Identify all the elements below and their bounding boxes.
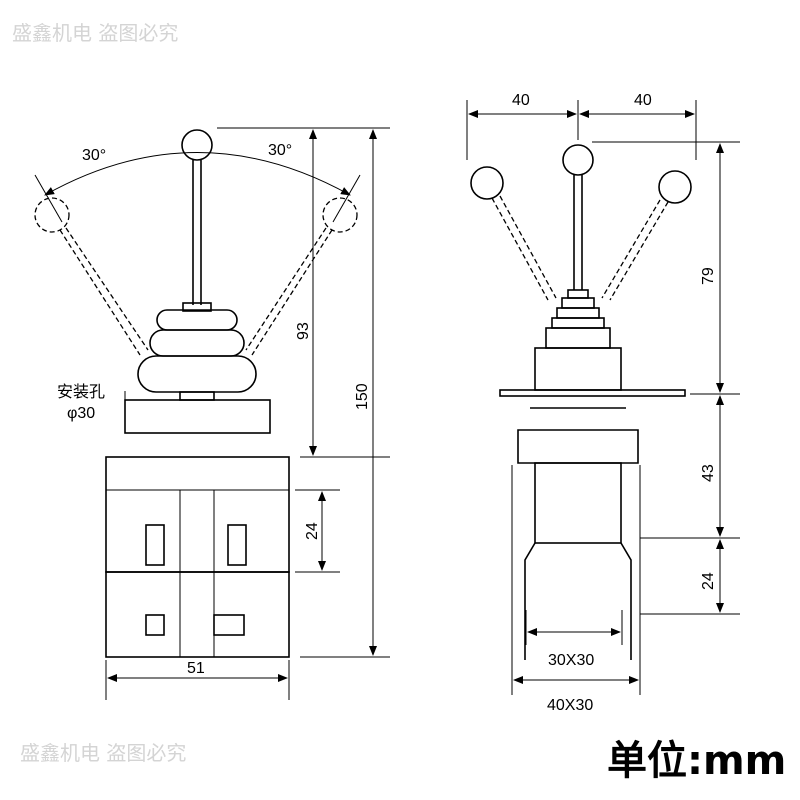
- mount-hole-label: 安装孔: [57, 383, 105, 401]
- lever-knob: [181, 129, 213, 161]
- dim-150: 150: [354, 383, 371, 410]
- watermark-layer: 盛鑫机电 盗图必究 盛鑫机电 盗图必究: [12, 21, 186, 765]
- angle-right-label: 30°: [268, 142, 292, 159]
- dim-40-right: 40: [634, 92, 652, 109]
- right-view: 40 40 79 43 24 30X30 40X30: [466, 92, 740, 714]
- dim-30x30: 30X30: [548, 652, 594, 669]
- left-view: 30° 30° 安装孔 φ30 93 150 24 51: [34, 127, 390, 700]
- lever-knob-right-position: [322, 197, 358, 233]
- dim-93: 93: [295, 322, 312, 340]
- dim-40-left: 40: [512, 92, 530, 109]
- dim-24-right: 24: [700, 572, 717, 590]
- dim-79: 79: [700, 267, 717, 285]
- unit-label: 单位:mm: [607, 738, 787, 784]
- watermark-text: 盛鑫机电 盗图必究: [20, 741, 186, 765]
- dim-40x30: 40X30: [547, 697, 593, 714]
- lever-knob-left-position: [34, 197, 70, 233]
- mount-hole-size: φ30: [67, 405, 95, 422]
- dim-24-left: 24: [304, 522, 321, 540]
- angle-left-label: 30°: [82, 147, 106, 164]
- watermark-text: 盛鑫机电 盗图必究: [12, 21, 178, 45]
- dim-51: 51: [187, 660, 205, 677]
- dim-43: 43: [700, 464, 717, 482]
